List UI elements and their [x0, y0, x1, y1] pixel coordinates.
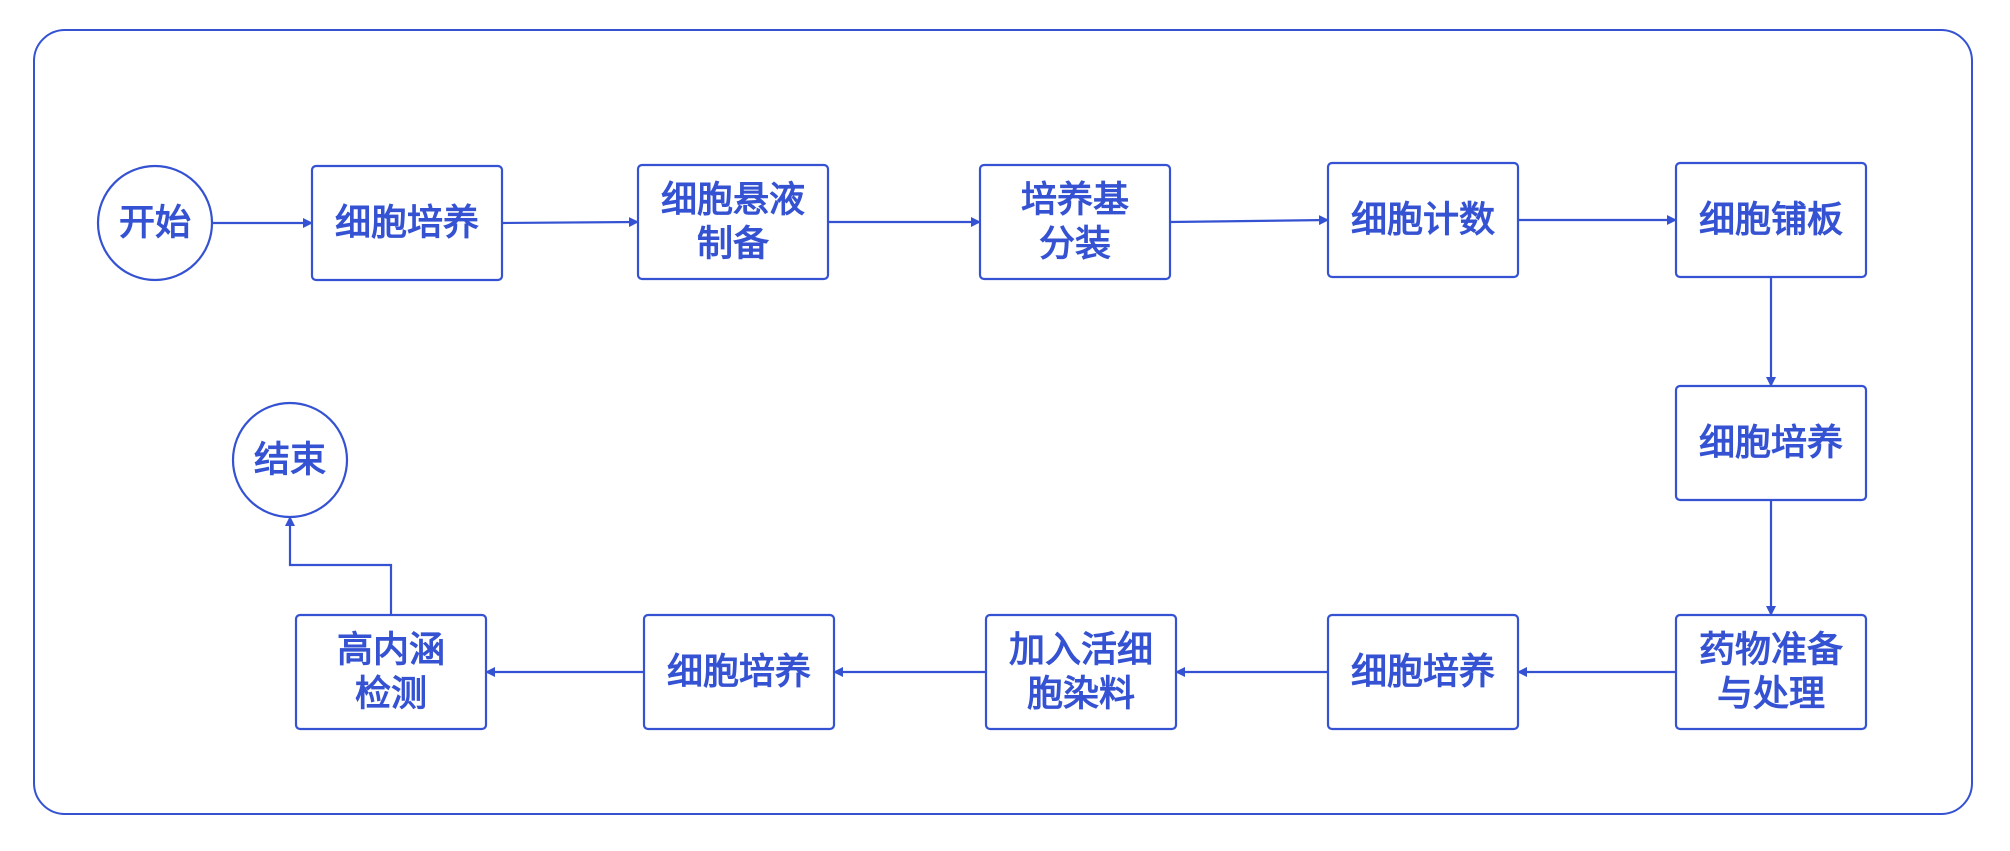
node-start-label-line-0: 开始 — [119, 203, 191, 244]
node-count: 细胞计数 — [1326, 161, 1520, 279]
node-plating-label-line-0: 细胞铺板 — [1699, 200, 1843, 241]
node-dye-label-line-1: 胞染料 — [1027, 674, 1135, 715]
node-culture4-shape — [642, 613, 836, 731]
node-culture2-label-line-0: 细胞培养 — [1699, 422, 1843, 464]
node-start-shape — [96, 164, 214, 282]
node-start: 开始 — [96, 164, 214, 282]
edge-medium-to-count — [1169, 215, 1329, 226]
node-drug-label-line-1: 与处理 — [1717, 674, 1825, 715]
node-culture2: 细胞培养 — [1674, 384, 1868, 502]
node-suspension-label-line-0: 细胞悬液 — [661, 180, 805, 221]
node-count-shape — [1326, 161, 1520, 279]
node-medium-label-line-0: 培养基 — [1021, 179, 1129, 221]
node-dye-label-line-0: 加入活细 — [1009, 630, 1153, 671]
node-hcs-shape — [294, 613, 488, 731]
node-drug-shape — [1674, 613, 1868, 731]
node-culture1: 细胞培养 — [310, 164, 504, 282]
node-culture4-label-line-0: 细胞培养 — [667, 651, 811, 693]
node-end-label-line-0: 结束 — [254, 440, 326, 481]
diagram-frame — [33, 29, 1973, 815]
node-culture1-label-line-0: 细胞培养 — [335, 202, 479, 244]
node-end-shape — [231, 401, 349, 519]
node-end: 结束 — [231, 401, 349, 519]
node-plating: 细胞铺板 — [1674, 161, 1868, 279]
node-culture1-shape — [310, 164, 504, 282]
node-drug-label-line-0: 药物准备 — [1699, 630, 1844, 671]
node-hcs-label-line-0: 高内涵 — [337, 630, 445, 671]
node-suspension-label-line-1: 制备 — [697, 224, 770, 265]
node-culture3: 细胞培养 — [1326, 613, 1520, 731]
edge-hcs-to-end — [285, 516, 393, 615]
node-plating-shape — [1674, 161, 1868, 279]
node-medium-label-line-1: 分装 — [1039, 224, 1111, 265]
edge-culture1-to-suspension — [501, 217, 639, 228]
node-culture3-shape — [1326, 613, 1520, 731]
node-count-label-line-0: 细胞计数 — [1351, 200, 1495, 241]
node-dye-shape — [984, 613, 1178, 731]
node-culture4: 细胞培养 — [642, 613, 836, 731]
node-hcs-label-line-1: 检测 — [355, 674, 427, 715]
node-culture2-shape — [1674, 384, 1868, 502]
node-suspension-shape — [636, 163, 830, 281]
node-medium-shape — [978, 163, 1172, 281]
node-culture3-label-line-0: 细胞培养 — [1351, 651, 1495, 693]
